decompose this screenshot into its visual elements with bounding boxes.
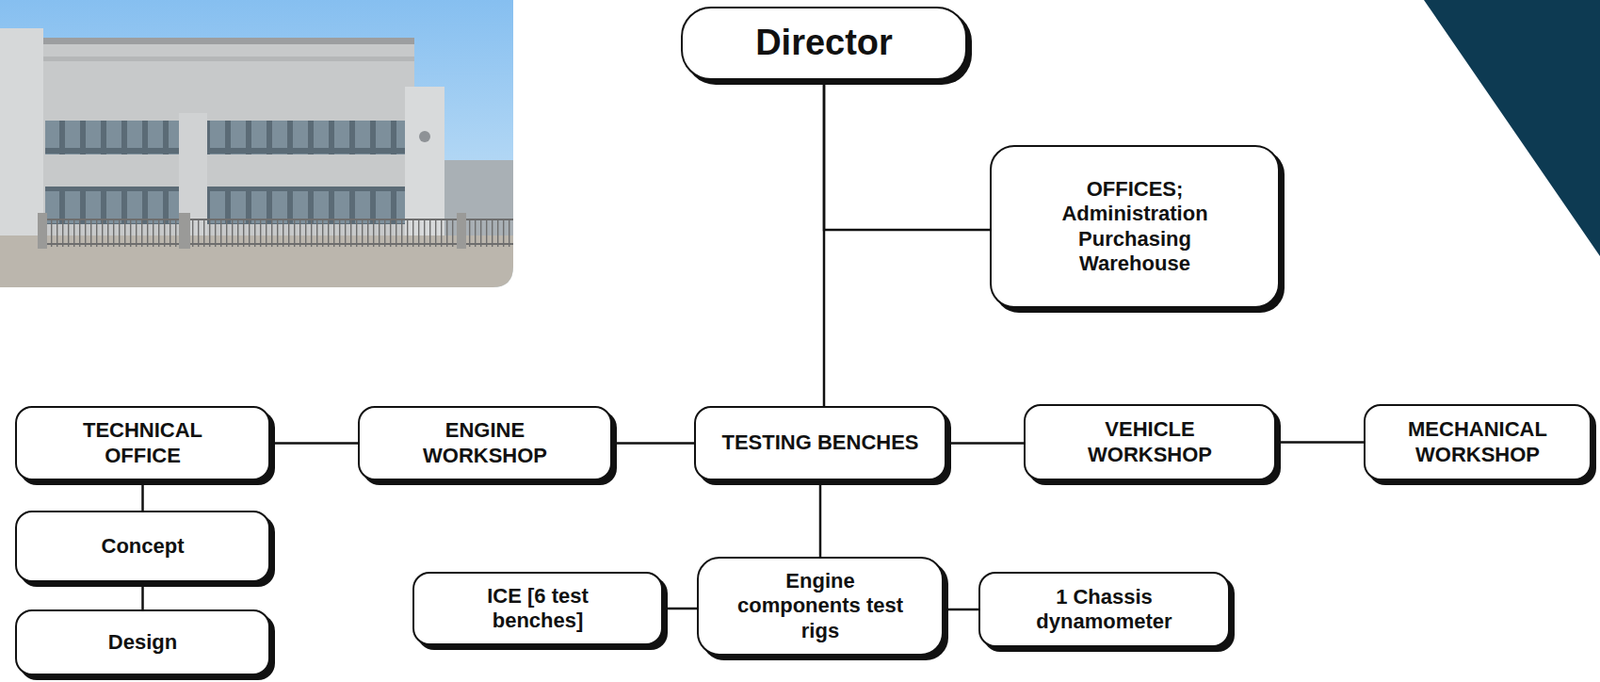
gate-post	[37, 212, 48, 249]
box-content: Design	[108, 630, 178, 655]
box-label: ENGINE WORKSHOP	[414, 418, 556, 469]
building-photo	[0, 0, 514, 288]
org-connector	[1276, 440, 1364, 444]
ground	[0, 235, 514, 288]
box-content: TECHNICAL OFFICE	[72, 418, 214, 469]
roof-edge	[0, 37, 415, 45]
box-content: OFFICES; Administration Purchasing Wareh…	[1052, 177, 1218, 277]
org-box: 1 Chassis dynamometer	[978, 571, 1230, 647]
box-content: Engine components test rigs	[724, 568, 918, 644]
org-box: TECHNICAL OFFICE	[15, 405, 271, 481]
box-label: TESTING BENCHES	[721, 430, 919, 455]
facade-line	[0, 56, 415, 62]
org-connector	[946, 441, 1024, 445]
org-connector	[819, 480, 823, 557]
org-connector	[824, 80, 990, 230]
box-label: OFFICES; Administration Purchasing Wareh…	[1052, 177, 1218, 277]
box-content: 1 Chassis dynamometer	[1034, 584, 1176, 635]
fence	[37, 218, 514, 247]
box-label: 1 Chassis dynamometer	[1034, 584, 1176, 635]
fence-rail	[37, 242, 514, 245]
corner-accent	[1423, 0, 1600, 257]
gate-post	[456, 212, 467, 249]
box-content: TESTING BENCHES	[721, 430, 919, 455]
org-box: ICE [6 test benches]	[412, 571, 663, 646]
pillar	[0, 28, 44, 243]
box-content: Director	[755, 21, 893, 65]
org-box: ENGINE WORKSHOP	[357, 405, 613, 481]
org-connector	[270, 441, 358, 445]
box-label: Design	[108, 630, 178, 655]
box-content: Concept	[101, 533, 185, 559]
org-box: OFFICES; Administration Purchasing Wareh…	[989, 145, 1280, 308]
gate-post	[178, 212, 191, 249]
box-label: VEHICLE WORKSHOP	[1079, 417, 1221, 468]
box-content: VEHICLE WORKSHOP	[1079, 417, 1221, 468]
org-connector	[943, 608, 979, 612]
box-label: Concept	[101, 533, 185, 559]
org-box: Director	[680, 6, 968, 81]
org-connector	[141, 581, 145, 610]
box-label: ICE [6 test benches]	[448, 583, 628, 634]
org-connector	[662, 607, 697, 611]
building-facade	[0, 37, 415, 241]
sky	[0, 0, 514, 288]
upper-windows	[45, 120, 405, 155]
logo-disc	[419, 130, 431, 143]
org-box: TESTING BENCHES	[694, 405, 947, 481]
box-content: ICE [6 test benches]	[448, 583, 628, 634]
fence-rail	[37, 218, 514, 221]
box-label: Engine components test rigs	[724, 568, 918, 644]
org-box: MECHANICAL WORKSHOP	[1363, 404, 1592, 481]
org-box: Concept	[15, 510, 271, 582]
org-box: Engine components test rigs	[696, 556, 944, 656]
box-label: TECHNICAL OFFICE	[72, 418, 214, 469]
box-content: ENGINE WORKSHOP	[414, 418, 556, 469]
org-connector	[612, 441, 695, 445]
org-box: Design	[15, 609, 271, 676]
org-connector	[141, 480, 145, 511]
box-content: MECHANICAL WORKSHOP	[1395, 417, 1561, 468]
box-label: MECHANICAL WORKSHOP	[1395, 417, 1561, 468]
box-label: Director	[755, 21, 893, 65]
org-box: VEHICLE WORKSHOP	[1023, 404, 1277, 481]
